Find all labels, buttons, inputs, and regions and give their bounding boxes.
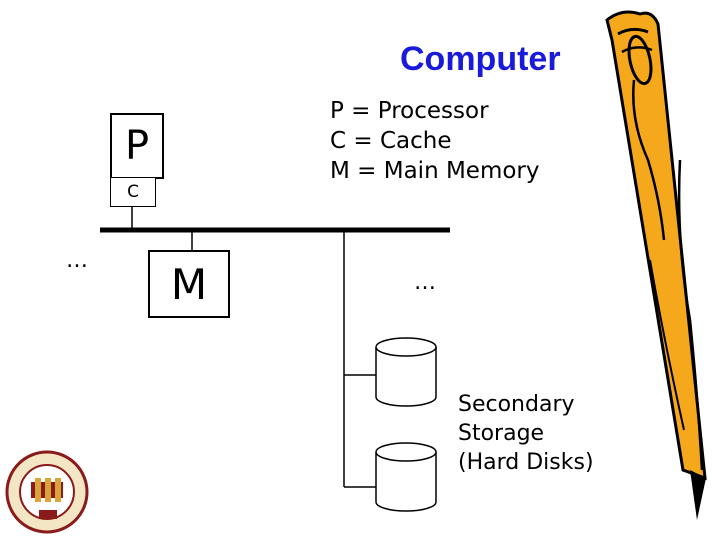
ellipsis-left: … <box>66 248 88 273</box>
processor-box: P <box>110 113 164 179</box>
disk-icon <box>375 337 437 407</box>
ellipsis-right: … <box>414 270 436 295</box>
cache-box: C <box>110 177 156 207</box>
storage-label-line-2: Storage <box>458 421 545 446</box>
cache-label: C <box>127 182 139 202</box>
storage-label-line-1: Secondary <box>458 392 575 417</box>
legend-processor: P = Processor <box>330 98 489 124</box>
memory-box: M <box>148 250 230 318</box>
memory-label: M <box>170 259 208 309</box>
university-seal-icon <box>5 450 89 534</box>
disk-icon <box>375 442 437 512</box>
legend-memory: M = Main Memory <box>330 158 540 184</box>
processor-label: P <box>124 123 150 169</box>
legend-cache: C = Cache <box>330 128 452 154</box>
pencil-icon <box>605 10 707 520</box>
diagram-title: Computer <box>400 40 561 78</box>
storage-label-line-3: (Hard Disks) <box>458 450 594 475</box>
secondary-storage-label: Secondary Storage (Hard Disks) <box>458 390 594 477</box>
